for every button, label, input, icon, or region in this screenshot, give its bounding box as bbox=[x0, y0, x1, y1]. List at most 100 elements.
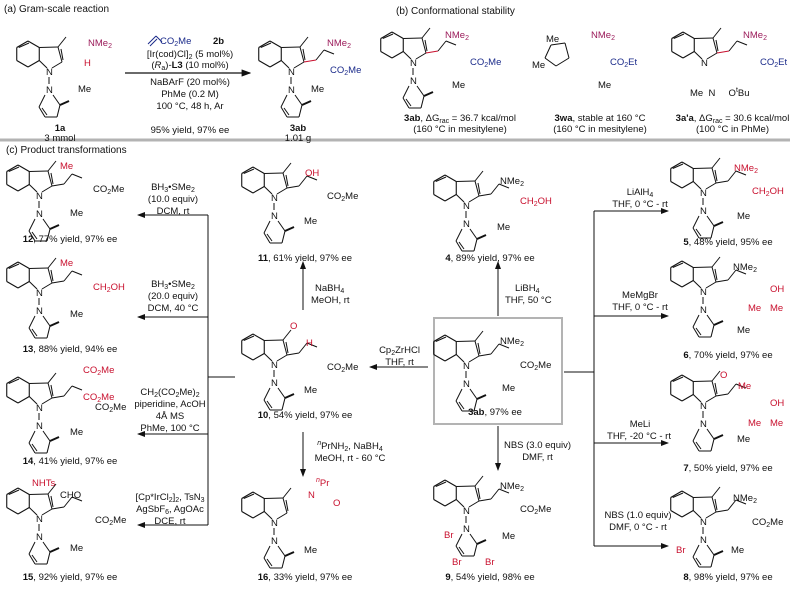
pyrrole-me-15: Me bbox=[70, 543, 84, 554]
o-label-16: O bbox=[333, 498, 341, 509]
br-label-9b: Br bbox=[452, 557, 462, 568]
caption-16: 16, 33% yield, 97% ee bbox=[257, 572, 353, 583]
cond-14-3: 4Å MS bbox=[155, 411, 185, 422]
cond-6-1: MeMgBr bbox=[622, 290, 658, 301]
cond-13-2: (20.0 equiv) bbox=[147, 291, 199, 302]
caption-6: 6, 70% yield, 97% ee bbox=[683, 350, 773, 361]
br-label-9c: Br bbox=[485, 557, 495, 568]
malonate-ester-1: CO2Me bbox=[83, 365, 115, 377]
cond-7-1: MeLi bbox=[629, 419, 651, 430]
pyrrole-me-5: Me bbox=[737, 211, 751, 222]
ester-label-b1: CO2Me bbox=[470, 57, 502, 69]
pyrrole-me-11: Me bbox=[304, 216, 318, 227]
oh-label-11: OH bbox=[305, 168, 320, 179]
svg-text:N: N bbox=[700, 206, 707, 217]
cond-10-2: THF, rt bbox=[385, 357, 414, 368]
oh-label-6: OH bbox=[770, 284, 785, 295]
reagent-2b-id: 2b bbox=[213, 36, 225, 47]
amide-label-center: NMe2 bbox=[500, 336, 524, 348]
ester-label-3ab-a: CO2Me bbox=[330, 65, 362, 77]
cond-5-1: LiAlH4 bbox=[626, 187, 654, 199]
outcome-a: 95% yield, 97% ee bbox=[150, 125, 230, 136]
cond-11-1: NaBH4 bbox=[315, 283, 345, 295]
svg-text:N: N bbox=[271, 211, 278, 222]
svg-text:N: N bbox=[36, 532, 43, 543]
caption-14: 14, 41% yield, 97% ee bbox=[22, 456, 118, 467]
cond-9-1: NBS (3.0 equiv) bbox=[503, 440, 572, 451]
amide-label-3ab-a: NMe2 bbox=[327, 38, 351, 50]
caption-b3-line2: (100 °C in PhMe) bbox=[696, 124, 769, 135]
svg-text:N: N bbox=[36, 209, 43, 220]
ester-label-15: CO2Me bbox=[95, 515, 127, 527]
caption-10: 10, 54% yield, 97% ee bbox=[257, 410, 353, 421]
cond-6-2: THF, 0 °C - rt bbox=[612, 302, 668, 313]
cond-4-2: THF, 50 °C bbox=[505, 295, 552, 306]
me-label-6a: Me bbox=[748, 303, 762, 314]
caption-b1-line2: (160 °C in mesitylene) bbox=[413, 124, 507, 135]
me-acyl-label-7: Me bbox=[738, 381, 752, 392]
svg-text:N: N bbox=[271, 193, 278, 204]
pyrrole-me-8: Me bbox=[731, 545, 745, 556]
caption-b2: 3wa, stable at 160 °C bbox=[554, 113, 646, 124]
caption-8: 8, 98% yield, 97% ee bbox=[683, 572, 773, 583]
svg-text:N: N bbox=[271, 378, 278, 389]
caption-b3: 3a'a, ΔGrac = 30.6 kcal/mol bbox=[675, 113, 790, 125]
nhts-label-15: NHTs bbox=[32, 478, 56, 489]
me-label-13: Me bbox=[60, 258, 74, 269]
pyrrole-me-4: Me bbox=[497, 222, 511, 233]
svg-text:N: N bbox=[463, 201, 470, 212]
compound-id-1a: 1a bbox=[54, 123, 66, 134]
center-compound-box bbox=[433, 317, 563, 425]
amide-label-b2: NMe2 bbox=[591, 30, 615, 42]
svg-text:N: N bbox=[36, 514, 43, 525]
me-label-1a: Me bbox=[78, 84, 92, 95]
svg-text:N: N bbox=[463, 506, 470, 517]
ester-label-center: CO2Me bbox=[520, 360, 552, 372]
cond-15-2: AgSbF6, AgOAc bbox=[136, 504, 204, 516]
cond-a-3: NaBArF (20 mol%) bbox=[150, 77, 230, 88]
pyrrole-me-9: Me bbox=[502, 531, 516, 542]
svg-text:N: N bbox=[700, 401, 707, 412]
caption-11: 11, 61% yield, 97% ee bbox=[257, 253, 353, 264]
cond-a-5: 100 °C, 48 h, Ar bbox=[156, 101, 224, 112]
cond-16-1: nPrNH2, NaBH4 bbox=[317, 440, 383, 453]
cond-13-1: BH3•SMe2 bbox=[151, 279, 195, 291]
caption-4: 4, 89% yield, 97% ee bbox=[445, 253, 535, 264]
svg-text:N: N bbox=[36, 403, 43, 414]
h-atom-1a: H bbox=[84, 58, 91, 69]
cond-12-1: BH3•SMe2 bbox=[151, 182, 195, 194]
ch2oh-label-4: CH2OH bbox=[520, 196, 552, 208]
malonate-ester-2: CO2Me bbox=[83, 392, 115, 404]
cond-12-2: (10.0 equiv) bbox=[147, 194, 199, 205]
pyrrole-me-14: Me bbox=[70, 427, 84, 438]
section-a-title: (a) Gram-scale reaction bbox=[4, 4, 110, 15]
cond-a-2: (Ra)-L3 (10 mol%) bbox=[151, 60, 229, 72]
pyrrole-me-10: Me bbox=[304, 385, 318, 396]
caption-9: 9, 54% yield, 98% ee bbox=[445, 572, 535, 583]
h-label-10: H bbox=[306, 338, 313, 349]
me-label-12: Me bbox=[60, 161, 74, 172]
svg-text:N: N bbox=[700, 305, 707, 316]
amount-1a: 3 mmol bbox=[44, 133, 76, 144]
pyrrole-me-6: Me bbox=[737, 325, 751, 336]
cond-8-1: NBS (1.0 equiv) bbox=[604, 510, 672, 521]
ch2oh-label-5: CH2OH bbox=[752, 186, 784, 198]
ester-label-10: CO2Me bbox=[327, 362, 359, 374]
caption-center: 3ab, 97% ee bbox=[468, 407, 522, 418]
caption-7: 7, 50% yield, 97% ee bbox=[683, 463, 773, 474]
me-label-7b: Me bbox=[770, 418, 784, 429]
section-b-title: (b) Conformational stability bbox=[396, 6, 515, 17]
amide-label-8: NMe2 bbox=[733, 493, 757, 505]
pyrrole-me-16: Me bbox=[304, 545, 318, 556]
ester-label-14: CO2Me bbox=[95, 402, 127, 414]
cond-14-4: PhMe, 100 °C bbox=[140, 423, 200, 434]
boc-label-b3: Me N OtBu bbox=[690, 87, 750, 99]
svg-text:N: N bbox=[700, 287, 707, 298]
pyrrole-me-13: Me bbox=[70, 309, 84, 320]
ester-label-b3: CO2Et bbox=[760, 57, 788, 69]
cond-11-2: MeOH, rt bbox=[311, 295, 350, 306]
pyrrole-me-center: Me bbox=[502, 383, 516, 394]
n-label-16: N bbox=[308, 490, 315, 501]
